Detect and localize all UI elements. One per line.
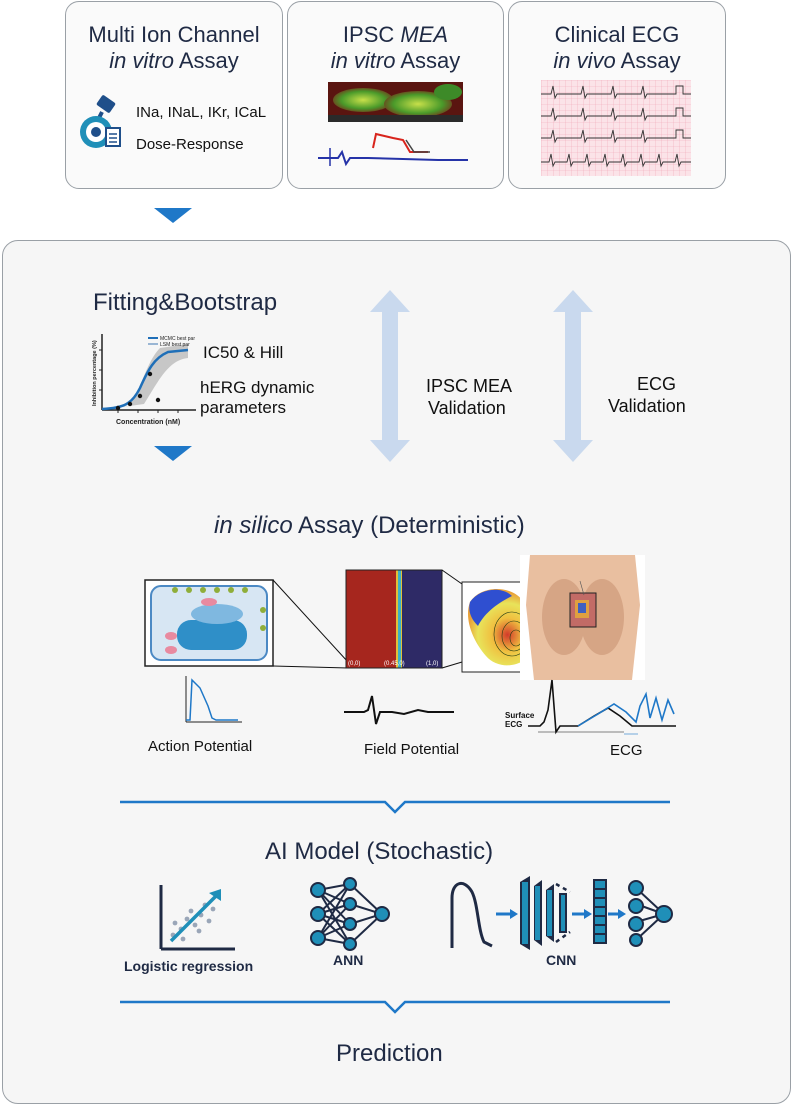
fitting-chart: MCMC best par LSM best par Concentration… — [92, 334, 196, 426]
multi-ion-title-line1: Multi Ion Channel — [88, 22, 260, 47]
ic50-hill-label: IC50 & Hill — [203, 343, 284, 362]
in-silico-title: in silico Assay (Deterministic) — [214, 512, 525, 539]
strip-label-right: (1,0) — [426, 661, 438, 667]
tissue-strip: (0,0) (0.45,0) (1,0) — [345, 569, 443, 669]
field-potential-trace — [344, 695, 454, 725]
clinical-ecg-card: Clinical ECG in vivo Assay — [508, 1, 726, 189]
patch-clamp-icon — [80, 95, 121, 148]
ipsc-title-line2: in vitro Assay — [330, 48, 461, 73]
mea-field-potential-trace — [318, 132, 468, 167]
zoom-lines-2 — [441, 569, 463, 669]
section-divider-2 — [120, 1000, 670, 1014]
ipsc-validation-line1: IPSC MEA — [426, 376, 513, 396]
field-potential-label: Field Potential — [364, 741, 460, 758]
ecg-validation-arrow — [553, 290, 593, 462]
fitting-legend-lsm: LSM best par — [160, 342, 190, 348]
herg-params-line2: parameters — [200, 398, 286, 417]
strip-label-mid: (0.45,0) — [384, 661, 405, 667]
ecg-label: ECG — [610, 742, 643, 759]
ion-channel-list: INa, INaL, IKr, ICaL — [136, 104, 267, 121]
clinical-title-line1: Clinical ECG — [554, 22, 680, 47]
clinical-title-line2: in vivo Assay — [553, 48, 681, 73]
dose-response-label: Dose-Response — [136, 136, 244, 153]
zoom-lines-1 — [272, 579, 349, 669]
ipsc-mea-card: IPSC MEA in vitro Assay — [287, 1, 504, 189]
multi-ion-title-line2: in vitro Assay — [109, 48, 239, 73]
ann-icon — [310, 877, 390, 951]
mea-cell-image — [328, 82, 463, 122]
clinical-ecg-image — [541, 80, 691, 176]
ai-model-title: AI Model (Stochastic) — [265, 838, 494, 865]
arrow-down-2 — [154, 446, 192, 461]
strip-label-left: (0,0) — [348, 661, 360, 667]
cnn-icon — [450, 876, 673, 950]
prediction-title: Prediction — [336, 1040, 443, 1067]
logistic-regression-icon — [159, 885, 235, 951]
fitting-legend-mcmc: MCMC best par — [160, 336, 195, 342]
surface-ecg-label-1: Surface — [505, 711, 535, 720]
ann-label: ANN — [333, 952, 364, 968]
torso-model — [520, 555, 645, 680]
action-potential-trace — [185, 676, 242, 723]
ecg-validation-line1: ECG — [637, 374, 677, 394]
fitting-bootstrap-title: Fitting&Bootstrap — [93, 289, 278, 316]
multi-ion-channel-card: Multi Ion Channel in vitro Assay INa, IN… — [65, 1, 283, 189]
ipsc-validation-arrow — [370, 290, 410, 462]
action-potential-label: Action Potential — [148, 738, 253, 755]
surface-ecg-label-2: ECG — [505, 720, 523, 729]
ipsc-title-line1: IPSC MEA — [342, 22, 449, 47]
cnn-label: CNN — [546, 952, 577, 968]
fitting-chart-xlabel: Concentration (nM) — [116, 419, 180, 426]
section-divider-1 — [120, 800, 670, 814]
logistic-regression-label: Logistic regression — [124, 958, 254, 974]
herg-params-line1: hERG dynamic — [200, 378, 315, 397]
cell-model-diagram — [144, 579, 274, 667]
ipsc-validation-line2: Validation — [428, 398, 506, 418]
ecg-validation-line2: Validation — [608, 396, 686, 416]
surface-ecg-trace — [528, 679, 676, 735]
fitting-chart-ylabel: Inhibition percentage (%) — [92, 340, 98, 406]
arrow-down-1 — [154, 208, 192, 223]
